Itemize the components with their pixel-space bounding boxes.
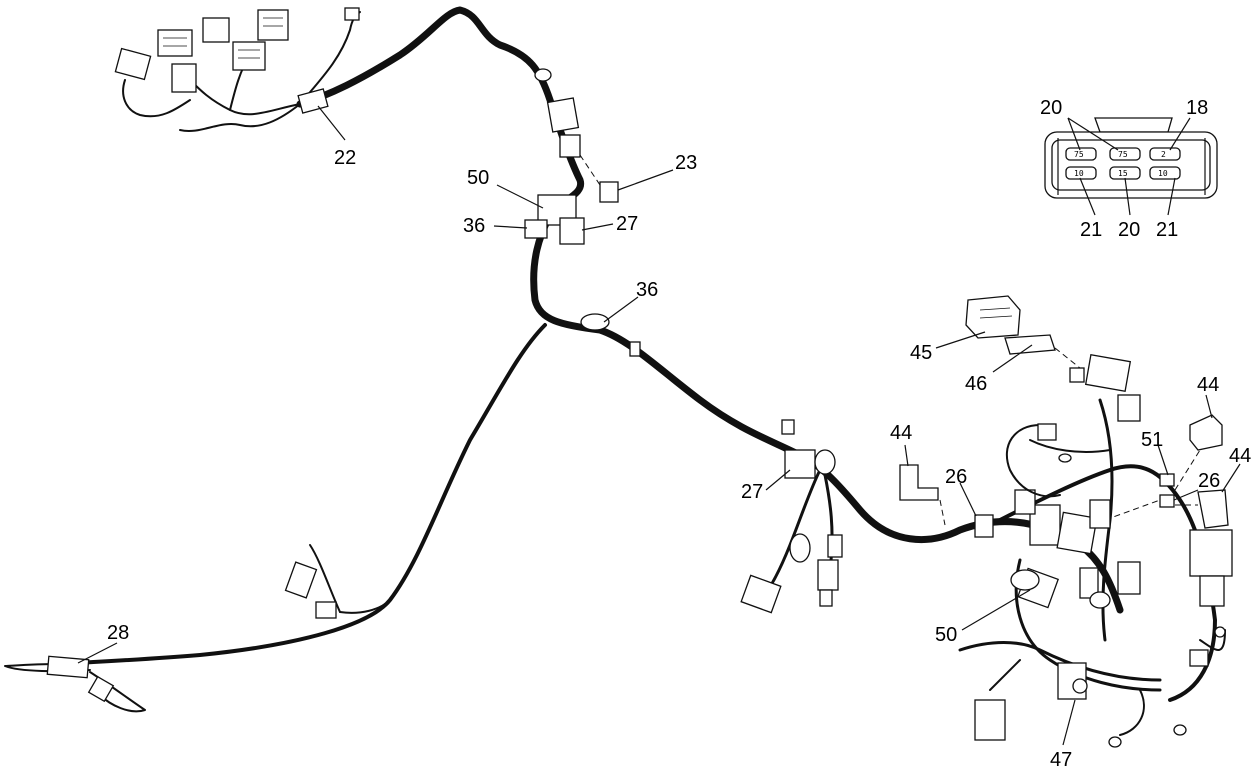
- callout-21-left: 21: [1080, 219, 1102, 241]
- callout-50-lower: 50: [935, 624, 957, 646]
- leader-lines: [77, 105, 1241, 746]
- callouts: 22 23 50 36 27 36 45 46 44 44 44 51 26 2…: [107, 147, 1251, 771]
- callout-22: 22: [334, 147, 356, 169]
- callout-50-upper: 50: [467, 167, 489, 189]
- callout-28: 28: [107, 622, 129, 644]
- upper-left-connectors: [114, 7, 360, 114]
- callout-46: 46: [965, 373, 987, 395]
- pin-label: 10: [1074, 169, 1084, 178]
- callout-36-upper: 36: [463, 215, 485, 237]
- callout-27-upper: 27: [616, 213, 638, 235]
- connector-face-inset: 75 75 2 10 15 10 20 18 21 20 21: [1040, 97, 1218, 241]
- pin-label: 2: [1161, 150, 1166, 159]
- callout-20-top: 20: [1040, 97, 1062, 119]
- pin-label: 75: [1074, 150, 1084, 159]
- main-harness-bundle: [4, 6, 1226, 736]
- right-cluster-parts: [899, 295, 1233, 748]
- callout-44-left: 44: [890, 422, 912, 444]
- callout-44-right: 44: [1229, 445, 1251, 467]
- callout-20-bottom: 20: [1118, 219, 1140, 241]
- mid-connectors: [524, 68, 843, 614]
- callout-26-left: 26: [945, 466, 967, 488]
- callout-27-lower: 27: [741, 481, 763, 503]
- callout-45: 45: [910, 342, 932, 364]
- callout-26-right: 26: [1198, 470, 1220, 492]
- callout-51: 51: [1141, 429, 1163, 451]
- lower-left-connectors: [46, 561, 337, 703]
- pin-label: 75: [1118, 150, 1128, 159]
- callout-36-lower: 36: [636, 279, 658, 301]
- pin-cavities: [1065, 147, 1181, 180]
- callout-18: 18: [1186, 97, 1208, 119]
- pin-label: 15: [1118, 169, 1128, 178]
- pin-label: 10: [1158, 169, 1168, 178]
- callout-21-right: 21: [1156, 219, 1178, 241]
- callout-47: 47: [1050, 749, 1072, 771]
- callout-23: 23: [675, 152, 697, 174]
- callout-44-top-right: 44: [1197, 374, 1219, 396]
